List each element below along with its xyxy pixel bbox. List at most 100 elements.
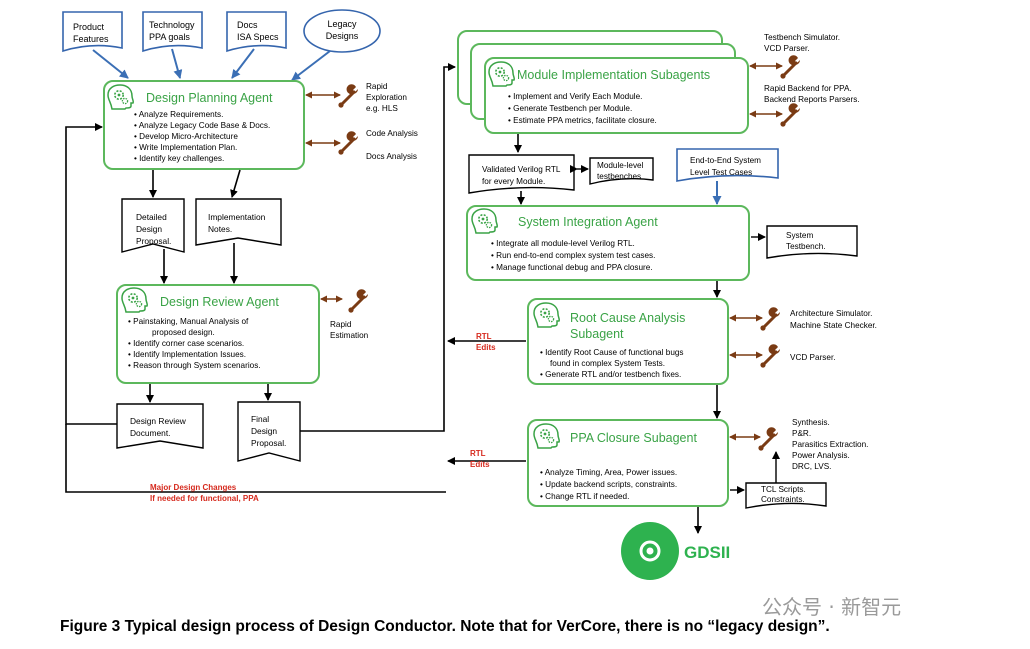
svg-text:for every Module.: for every Module. [482, 177, 545, 186]
svg-text:Detailed: Detailed [136, 212, 167, 222]
svg-text:• Update backend scripts, cons: • Update backend scripts, constraints. [540, 480, 677, 489]
input-arrows [92, 48, 331, 81]
svg-text:Final: Final [251, 414, 269, 424]
wrench-icon [346, 287, 370, 315]
gdsii-output: GDSII [621, 522, 730, 580]
design-review-agent: Design Review Agent • Painstaking, Manua… [116, 284, 320, 384]
svg-text:RTL: RTL [476, 332, 492, 341]
svg-text:Architecture Simulator.: Architecture Simulator. [790, 309, 872, 318]
svg-text:Edits: Edits [470, 460, 490, 469]
svg-text:• Change RTL if needed.: • Change RTL if needed. [540, 492, 629, 501]
svg-text:Parasitics Extraction.: Parasitics Extraction. [792, 440, 868, 449]
svg-text:proposed design.: proposed design. [152, 328, 215, 337]
svg-text:• Generate RTL and/or testbenc: • Generate RTL and/or testbench fixes. [540, 370, 681, 379]
figure-caption: Figure 3 Typical design process of Desig… [60, 618, 830, 635]
review-tools: Rapid Estimation [320, 287, 370, 340]
svg-text:Power Analysis.: Power Analysis. [792, 451, 850, 460]
rca-tools: Architecture Simulator. Machine State Ch… [729, 305, 877, 370]
module-tools: Testbench Simulator. VCD Parser. Rapid B… [749, 33, 860, 129]
svg-text:Module-level: Module-level [597, 161, 644, 170]
module-subagents-title: Module Implementation Subagents [517, 68, 710, 82]
svg-text:Features: Features [73, 34, 109, 44]
design-review-document: Design Review Document. [116, 403, 204, 449]
svg-text:ISA Specs: ISA Specs [237, 32, 279, 42]
svg-text:found in complex System Tests.: found in complex System Tests. [550, 359, 665, 368]
implementation-notes: Implementation Notes. [195, 198, 282, 246]
ppa-closure-subagent: PPA Closure Subagent • Analyze Timing, A… [527, 419, 729, 507]
wrench-icon [758, 305, 782, 333]
watermark: 公众号 · 新智元 [762, 595, 902, 619]
svg-text:Design: Design [251, 426, 277, 436]
svg-text:• Analyze Requirements.: • Analyze Requirements. [134, 110, 223, 119]
svg-text:Major Design Changes: Major Design Changes [150, 483, 237, 492]
svg-text:• Manage functional debug and: • Manage functional debug and PPA closur… [491, 263, 653, 272]
end-to-end-test-cases: End-to-End System Level Test Cases [676, 148, 779, 182]
svg-text:• Write Implementation Plan.: • Write Implementation Plan. [134, 143, 237, 152]
svg-text:Level Test Cases: Level Test Cases [690, 168, 752, 177]
svg-text:• Identify corner case scenari: • Identify corner case scenarios. [128, 339, 244, 348]
wrench-icon [778, 53, 802, 81]
wrench-icon [336, 129, 360, 157]
svg-text:Constraints.: Constraints. [761, 495, 805, 504]
svg-text:Docs Analysis: Docs Analysis [366, 152, 417, 161]
svg-text:Synthesis.: Synthesis. [792, 418, 830, 427]
svg-text:Subagent: Subagent [570, 327, 624, 341]
svg-text:End-to-End System: End-to-End System [690, 156, 761, 165]
gdsii-label: GDSII [684, 543, 730, 562]
svg-text:Machine State Checker.: Machine State Checker. [790, 321, 877, 330]
wrench-icon [758, 342, 782, 370]
svg-text:• Analyze Legacy Code Base & D: • Analyze Legacy Code Base & Docs. [134, 121, 270, 130]
svg-text:Rapid Backend for PPA.: Rapid Backend for PPA. [764, 84, 852, 93]
svg-text:Code Analysis: Code Analysis [366, 129, 418, 138]
svg-text:• Generate Testbench per Modul: • Generate Testbench per Module. [508, 104, 632, 113]
svg-text:Design Review: Design Review [130, 416, 187, 426]
svg-text:• Implement and Verify Each Mo: • Implement and Verify Each Module. [508, 92, 642, 101]
svg-text:Implementation: Implementation [208, 212, 266, 222]
svg-text:e.g. HLS: e.g. HLS [366, 104, 398, 113]
svg-text:• Identify Implementation Issu: • Identify Implementation Issues. [128, 350, 246, 359]
svg-text:Edits: Edits [476, 343, 496, 352]
system-integration-agent: System Integration Agent • Integrate all… [466, 205, 750, 281]
input-technology-ppa: Technology PPA goals [142, 11, 203, 53]
validated-verilog-rtl: Validated Verilog RTL for every Module. [468, 154, 575, 194]
svg-text:Proposal.: Proposal. [251, 438, 286, 448]
root-cause-analysis-subagent: Root Cause Analysis Subagent • Identify … [527, 298, 729, 385]
svg-text:• Analyze Timing, Area, Power: • Analyze Timing, Area, Power issues. [540, 468, 677, 477]
svg-text:System: System [786, 231, 813, 240]
input-product-features: Product Features [62, 11, 123, 53]
svg-text:Validated Verilog RTL: Validated Verilog RTL [482, 165, 561, 174]
input-docs-isa: Docs ISA Specs [226, 11, 287, 53]
rtl-edits-label-1: RTL Edits [476, 332, 496, 352]
svg-text:• Painstaking, Manual Analysis: • Painstaking, Manual Analysis of [128, 317, 249, 326]
svg-text:Design: Design [136, 224, 162, 234]
svg-text:If needed for functional, PPA: If needed for functional, PPA [150, 494, 259, 503]
svg-text:PPA goals: PPA goals [149, 32, 190, 42]
svg-text:DRC, LVS.: DRC, LVS. [792, 462, 831, 471]
svg-text:VCD Parser.: VCD Parser. [790, 353, 836, 362]
svg-text:Estimation: Estimation [330, 331, 369, 340]
svg-text:• Reason through System scenar: • Reason through System scenarios. [128, 361, 261, 370]
review-feedback-loop [65, 63, 456, 493]
svg-text:RTL: RTL [470, 449, 486, 458]
module-implementation-subagents: Module Implementation Subagents • Implem… [457, 30, 749, 134]
root-cause-title: Root Cause Analysis [570, 311, 685, 325]
svg-text:Rapid: Rapid [330, 320, 352, 329]
svg-text:Document.: Document. [130, 428, 171, 438]
wrench-icon [336, 82, 360, 110]
svg-text:Notes.: Notes. [208, 224, 232, 234]
svg-text:• Run end-to-end complex syste: • Run end-to-end complex system test cas… [491, 251, 655, 260]
svg-text:• Develop Micro-Architecture: • Develop Micro-Architecture [134, 132, 238, 141]
svg-text:Docs: Docs [237, 20, 258, 30]
planning-tools: Rapid Exploration e.g. HLS Code Analysis… [305, 82, 418, 161]
svg-text:Exploration: Exploration [366, 93, 407, 102]
svg-text:• Identify Root Cause of funct: • Identify Root Cause of functional bugs [540, 348, 684, 357]
wrench-icon [778, 101, 802, 129]
svg-text:TCL Scripts.: TCL Scripts. [761, 485, 806, 494]
svg-text:Designs: Designs [326, 31, 359, 41]
svg-text:Proposal.: Proposal. [136, 236, 171, 246]
svg-text:Product: Product [73, 22, 105, 32]
svg-text:VCD Parser.: VCD Parser. [764, 44, 810, 53]
svg-text:• Integrate all module-level V: • Integrate all module-level Verilog RTL… [491, 239, 635, 248]
svg-text:Legacy: Legacy [327, 19, 357, 29]
